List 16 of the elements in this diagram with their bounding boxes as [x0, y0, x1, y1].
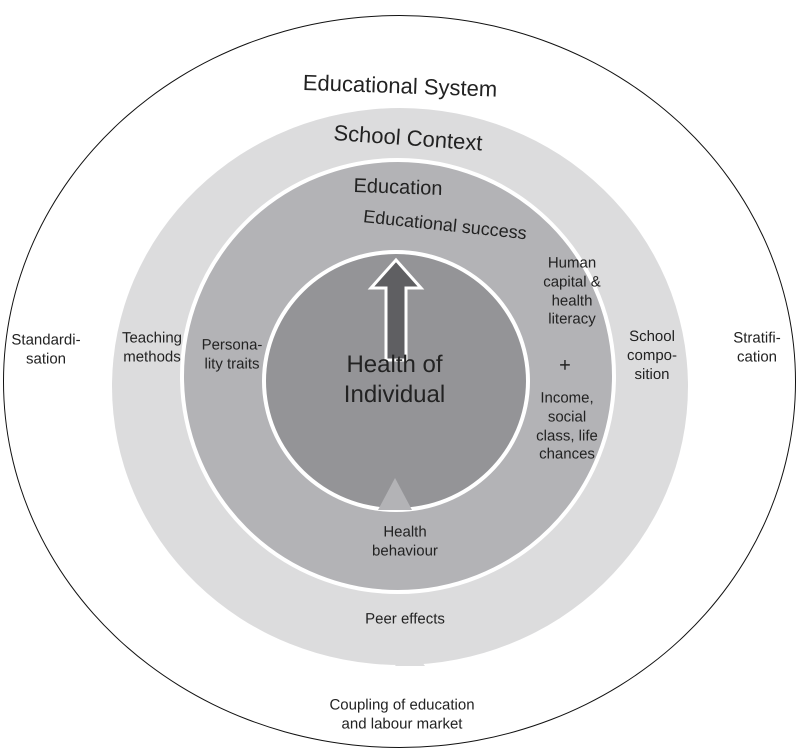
- ring-label: Human capital & health literacy: [542, 254, 602, 330]
- ring-label: Coupling of education and labour market: [328, 696, 476, 734]
- ring-label: Health behaviour: [371, 523, 439, 561]
- ring-label: Peer effects: [364, 610, 446, 630]
- circle-title: Health of Individual: [342, 350, 446, 410]
- ring-title: Educational System: [300, 68, 498, 104]
- ring-label: Stratifi- cation: [732, 329, 782, 367]
- ring-title: Education: [352, 173, 444, 202]
- ring-label: Teaching methods: [120, 329, 184, 367]
- ring-label: School compo- sition: [626, 328, 678, 384]
- ring-label: +: [558, 354, 572, 378]
- ring-label: Standardi- sation: [10, 331, 82, 369]
- ring-label: Income, social class, life chances: [535, 390, 599, 464]
- ring-subtitle: Educational success: [360, 204, 528, 245]
- ring-title: School Context: [331, 118, 484, 157]
- ring-label: Persona- lity traits: [200, 336, 264, 374]
